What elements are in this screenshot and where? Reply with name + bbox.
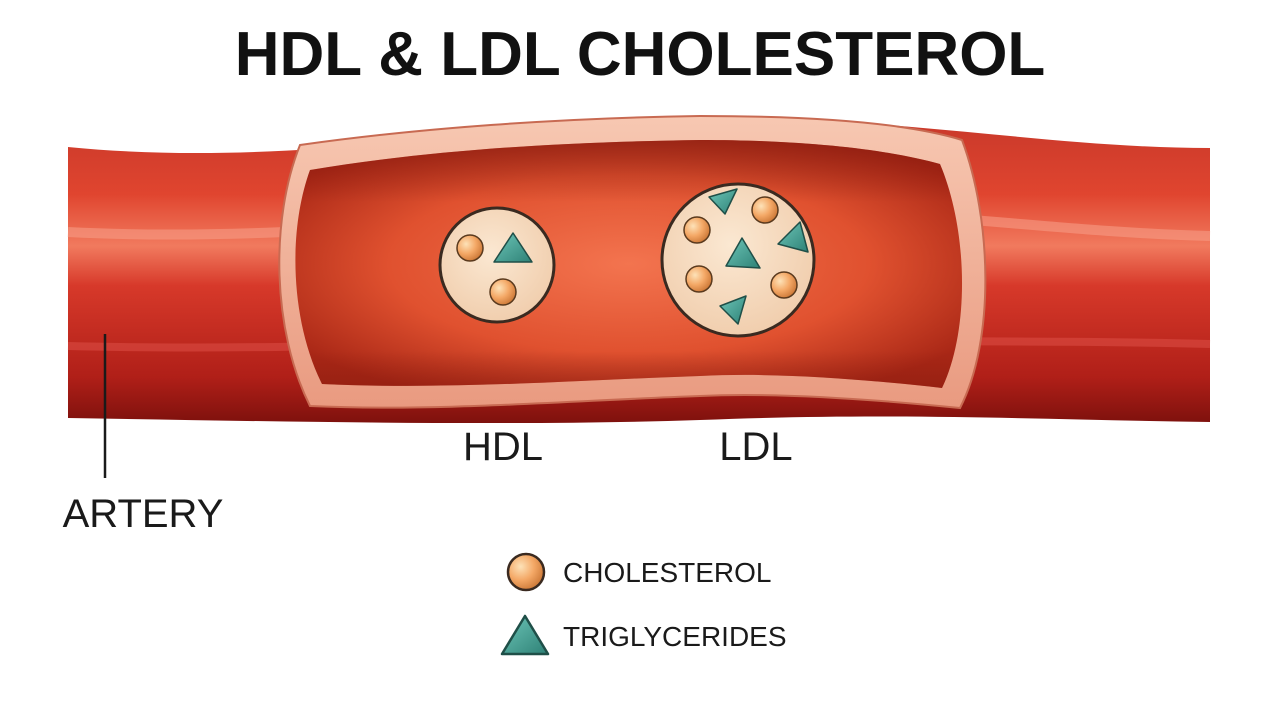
legend-triglycerides-icon <box>500 614 550 656</box>
ldl-label: LDL <box>719 425 792 469</box>
cholesterol-molecule <box>685 265 713 293</box>
triglyceride-molecule <box>777 221 809 253</box>
diagram-title: HDL & LDL CHOLESTEROL <box>235 20 1046 89</box>
legend: CHOLESTEROL TRIGLYCERIDES <box>500 552 787 656</box>
hdl-particle <box>438 206 556 324</box>
triglyceride-molecule <box>493 232 533 263</box>
legend-cholesterol-icon <box>506 552 546 592</box>
triglyceride-molecule <box>719 295 747 325</box>
cholesterol-molecule <box>751 196 779 224</box>
triglyceride-molecule <box>708 188 738 215</box>
legend-cholesterol-label: CHOLESTEROL <box>563 557 772 588</box>
triglyceride-molecule <box>725 237 761 269</box>
cholesterol-molecule <box>683 216 711 244</box>
cholesterol-molecule <box>770 271 798 299</box>
artery-label: ARTERY <box>63 492 224 536</box>
ldl-particle <box>660 182 816 338</box>
cholesterol-molecule <box>489 278 517 306</box>
cholesterol-molecule <box>456 234 484 262</box>
legend-triglycerides-label: TRIGLYCERIDES <box>563 621 787 652</box>
hdl-label: HDL <box>463 425 543 469</box>
